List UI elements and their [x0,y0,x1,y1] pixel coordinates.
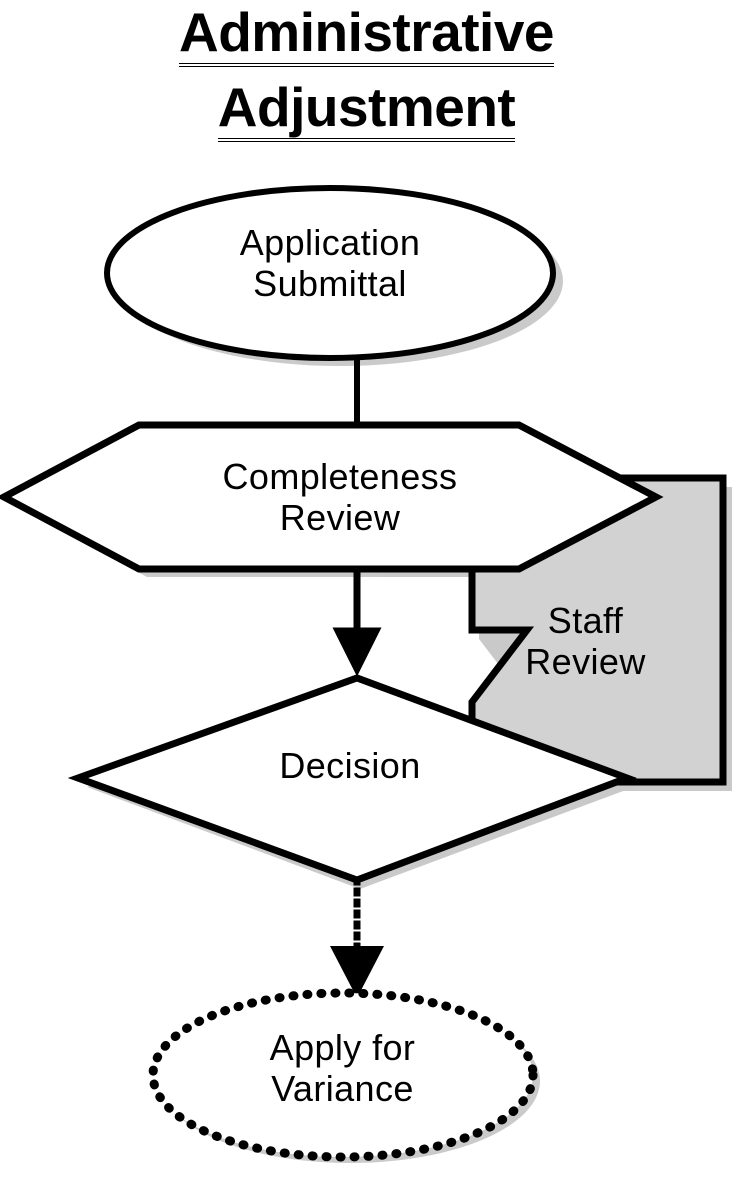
decision-shape[interactable] [67,674,637,884]
page-title-line-1: Administrative [178,3,555,68]
connector-decision-to-apply-for-variance-arrowhead [330,946,384,998]
page-title: Administrative Adjustment [0,3,733,143]
application-submittal-shape[interactable] [104,185,556,361]
apply-for-variance-shape[interactable] [148,988,538,1162]
page-title-line-2: Adjustment [217,79,516,143]
completeness-review-shape[interactable] [0,421,664,573]
